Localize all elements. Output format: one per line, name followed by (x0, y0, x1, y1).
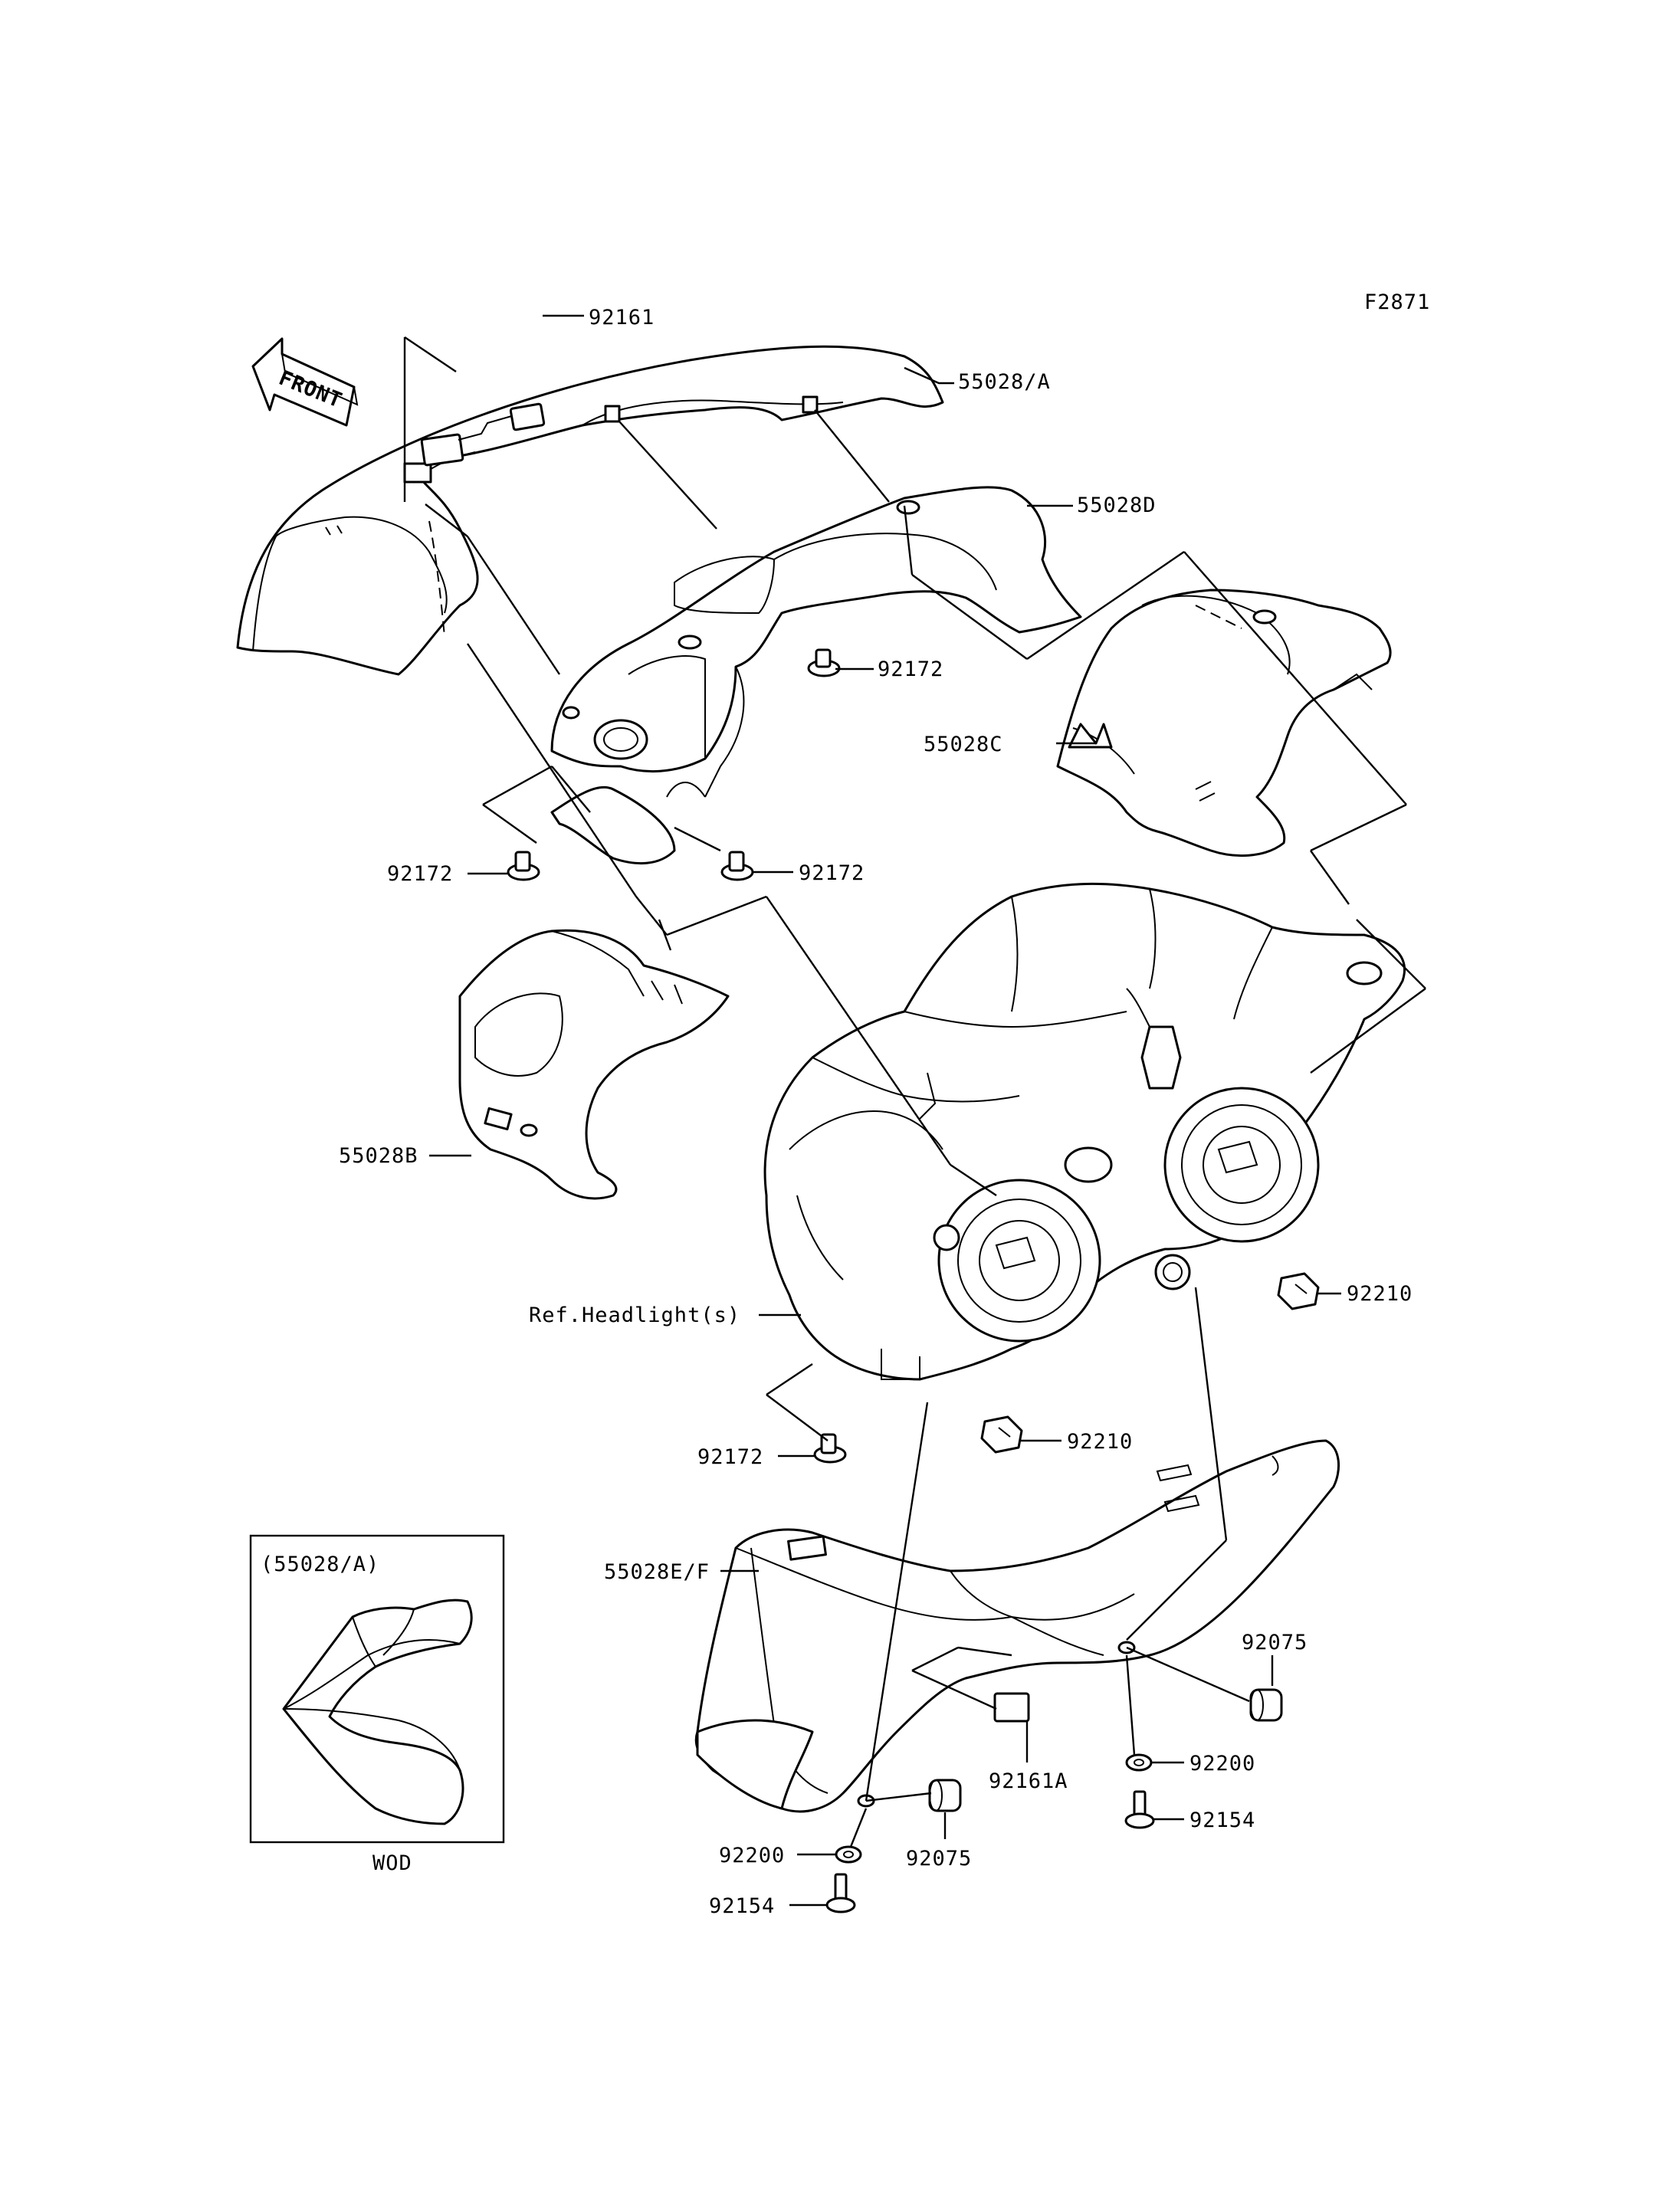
label-92172-left: 92172 (387, 862, 453, 886)
clip-nut-92210-mid (980, 1415, 1023, 1454)
label-92161: 92161 (589, 306, 655, 330)
label-92172-bottom: 92172 (697, 1445, 763, 1469)
label-92172-top: 92172 (878, 657, 943, 681)
label-92210-mid: 92210 (1067, 1430, 1133, 1454)
inset-box: (55028/A) (249, 1534, 505, 1844)
washer-92200-right (1125, 1753, 1153, 1772)
fastener-92172-top (807, 648, 841, 677)
upper-cowl-55028a (236, 345, 944, 676)
label-92200-right: 92200 (1189, 1752, 1255, 1776)
fastener-92172-left (507, 851, 540, 881)
label-92161a: 92161A (989, 1769, 1068, 1793)
label-92200-left: 92200 (719, 1844, 785, 1867)
meter-cover-55028d (550, 486, 1082, 865)
label-92154-left: 92154 (709, 1894, 775, 1918)
washer-92200-left (835, 1845, 862, 1864)
guide-lines (403, 336, 1426, 1848)
lower-cowl-55028ef (694, 1439, 1340, 1813)
label-55028c: 55028C (924, 733, 1003, 756)
label-92210-right: 92210 (1347, 1282, 1413, 1306)
side-cover-55028b (458, 929, 730, 1200)
label-55028ef: 55028E/F (604, 1560, 710, 1584)
inset-cowl-illustration (282, 1599, 473, 1825)
fastener-92172-mid (720, 851, 754, 881)
label-55028d: 55028D (1077, 494, 1157, 517)
label-55028b: 55028B (339, 1144, 418, 1168)
clip-nut-92210-right (1277, 1272, 1320, 1310)
figure-code: F2871 (1364, 290, 1430, 314)
bolt-92154-right (1124, 1790, 1155, 1829)
label-55028a: 55028/A (958, 370, 1051, 394)
label-92075-left: 92075 (906, 1847, 972, 1871)
label-92075-right: 92075 (1242, 1631, 1308, 1654)
label-92154-right: 92154 (1189, 1808, 1255, 1832)
label-92172-mid: 92172 (799, 861, 865, 885)
leader-lines (429, 314, 1341, 1907)
bolt-92154-left (825, 1873, 856, 1913)
front-arrow-icon: FRONT (251, 337, 359, 427)
label-ref-headlight: Ref.Headlight(s) (529, 1303, 740, 1327)
grommet-92075-right (1249, 1688, 1283, 1722)
grommet-92075-left (928, 1779, 962, 1812)
inset-title: (55028/A) (261, 1553, 379, 1576)
inset-caption: WOD (372, 1851, 412, 1875)
fastener-92172-bottom (813, 1433, 847, 1464)
headlight-assembly (763, 882, 1406, 1381)
inner-cover-55028c (1056, 589, 1392, 857)
part-92161a (993, 1692, 1030, 1723)
part-92161 (420, 402, 546, 467)
